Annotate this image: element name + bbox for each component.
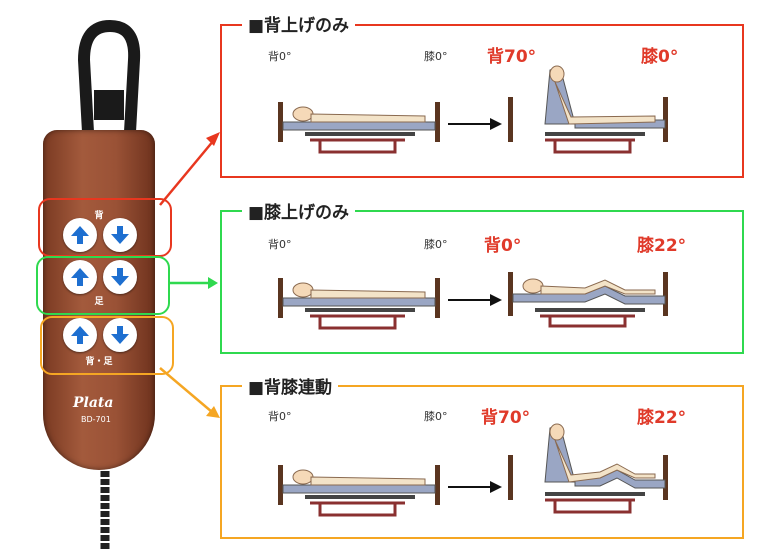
back-down-button[interactable] [103, 218, 137, 252]
arrow-up-icon [71, 226, 89, 244]
panel-back-only [220, 24, 744, 178]
after-back-angle: 背0° [484, 236, 522, 256]
back-knee-label: 背・足 [85, 357, 113, 367]
before-back-angle: 背0° [268, 410, 292, 423]
after-knee-angle: 膝22° [637, 408, 687, 428]
arrow-up-icon [71, 326, 89, 344]
after-knee-angle: 膝0° [641, 47, 679, 67]
arrow-right-icon [448, 481, 502, 493]
back-label: 背 [94, 211, 104, 221]
brand-logo: Plata [73, 395, 114, 411]
panel-title: ■膝上げのみ [242, 198, 356, 223]
arrow-down-icon [111, 226, 129, 244]
before-back-angle: 背0° [268, 50, 292, 63]
arrow-down-icon [111, 326, 129, 344]
back-knee-down-button[interactable] [103, 318, 137, 352]
back-knee-button-highlight [40, 316, 174, 375]
bed-flat-illustration [278, 278, 440, 330]
model-number: BD-701 [81, 415, 111, 424]
back-knee-up-button[interactable] [63, 318, 97, 352]
panel-title: ■背膝連動 [242, 373, 339, 398]
panel-title: ■背上げのみ [242, 11, 356, 36]
before-knee-angle: 膝0° [424, 410, 448, 423]
before-knee-angle: 膝0° [424, 238, 448, 251]
before-back-angle: 背0° [268, 238, 292, 251]
knee-down-button[interactable] [103, 260, 137, 294]
after-knee-angle: 膝22° [637, 236, 687, 256]
arrow-up-icon [71, 268, 89, 286]
bed-knee-raised-illustration [508, 272, 668, 328]
knee-button-highlight [36, 256, 170, 315]
remote-control: 背 足 背・足 Plata BD-701 [43, 130, 155, 470]
arrow-right-icon [448, 118, 502, 130]
back-button-highlight [38, 198, 172, 257]
back-up-button[interactable] [63, 218, 97, 252]
knee-label: 足 [94, 297, 104, 307]
arrow-down-icon [111, 268, 129, 286]
remote-strap [77, 20, 141, 133]
bed-flat-illustration [278, 465, 440, 517]
after-back-angle: 背70° [487, 47, 537, 67]
panel-back-knee [220, 385, 744, 539]
arrow-right-icon [448, 294, 502, 306]
bed-flat-illustration [278, 102, 440, 154]
panel-knee-only [220, 210, 744, 354]
bed-back-raised-illustration [508, 65, 668, 154]
after-back-angle: 背70° [481, 408, 531, 428]
bed-back-knee-raised-illustration [508, 423, 668, 514]
knee-up-button[interactable] [63, 260, 97, 294]
before-knee-angle: 膝0° [424, 50, 448, 63]
